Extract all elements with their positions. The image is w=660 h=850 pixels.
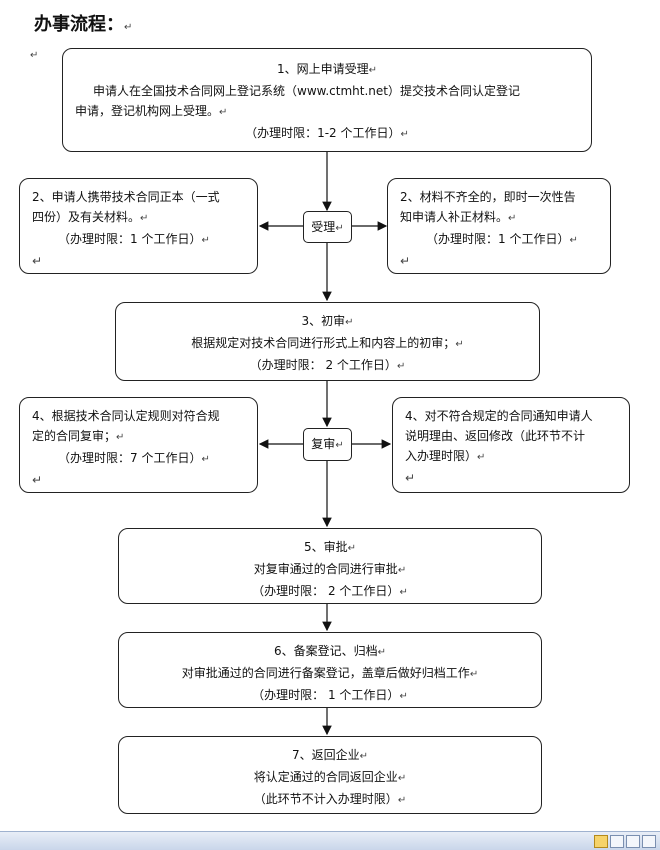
- step3-heading: 3、初审↵: [301, 314, 354, 328]
- reading-view-icon[interactable]: [610, 835, 624, 848]
- paragraph-mark: ↵: [32, 254, 43, 268]
- step4-left-box: 4、根据技术合同认定规则对符合规 定的合同复审；↵ （办理时限：7 个工作日）↵…: [19, 397, 258, 493]
- paragraph-mark: ↵: [405, 471, 416, 485]
- step4-right-desc-3: 入办理时限）↵: [405, 449, 486, 463]
- print-layout-icon[interactable]: [594, 835, 608, 848]
- step2-right-desc-2: 知申请人补正材料。↵: [400, 210, 517, 224]
- step2-left-desc-2: 四份）及有关材料。↵: [32, 210, 149, 224]
- step1-heading: 1、网上申请受理↵: [276, 62, 378, 76]
- step2-right-time: （办理时限：1 个工作日）↵: [426, 232, 578, 246]
- step4-left-desc: 4、根据技术合同认定规则对符合规: [32, 409, 220, 423]
- review-box: 复审↵: [303, 428, 352, 461]
- web-layout-icon[interactable]: [626, 835, 640, 848]
- step2-left-desc: 2、申请人携带技术合同正本（一式: [32, 190, 220, 204]
- step5-desc: 对复审通过的合同进行审批↵: [253, 562, 407, 576]
- step5-time: （办理时限： 2 个工作日）↵: [252, 584, 408, 598]
- step5-box: 5、审批↵ 对复审通过的合同进行审批↵ （办理时限： 2 个工作日）↵: [118, 528, 542, 604]
- step4-right-desc: 4、对不符合规定的合同通知申请人: [405, 409, 593, 423]
- step4-left-desc-2: 定的合同复审；↵: [32, 429, 125, 443]
- step3-box: 3、初审↵ 根据规定对技术合同进行形式上和内容上的初审；↵ （办理时限： 2 个…: [115, 302, 540, 381]
- step1-desc: 申请人在全国技术合同网上登记系统（www.ctmht.net）提交技术合同认定登…: [93, 84, 520, 98]
- step1-time: （办理时限：1-2 个工作日）↵: [245, 126, 409, 140]
- paragraph-mark: ↵: [124, 22, 133, 33]
- step6-time: （办理时限： 1 个工作日）↵: [252, 688, 408, 702]
- step2-left-box: 2、申请人携带技术合同正本（一式 四份）及有关材料。↵ （办理时限：1 个工作日…: [19, 178, 258, 274]
- page-title: 办事流程：↵: [34, 10, 132, 36]
- step3-desc: 根据规定对技术合同进行形式上和内容上的初审；↵: [191, 336, 464, 350]
- outline-view-icon[interactable]: [642, 835, 656, 848]
- step2-right-box: 2、材料不齐全的，即时一次性告 知申请人补正材料。↵ （办理时限：1 个工作日）…: [387, 178, 611, 274]
- accept-box: 受理↵: [303, 211, 352, 243]
- step6-heading: 6、备案登记、归档↵: [273, 644, 387, 658]
- step6-box: 6、备案登记、归档↵ 对审批通过的合同进行备案登记，盖章后做好归档工作↵ （办理…: [118, 632, 542, 708]
- step7-time: （此环节不计入办理时限）↵: [253, 792, 407, 806]
- step4-right-box: 4、对不符合规定的合同通知申请人 说明理由、返回修改（此环节不计 入办理时限）↵…: [392, 397, 630, 493]
- step7-box: 7、返回企业↵ 将认定通过的合同返回企业↵ （此环节不计入办理时限）↵: [118, 736, 542, 814]
- paragraph-mark: ↵: [32, 473, 43, 487]
- title-text: 办事流程：: [34, 14, 124, 35]
- step2-right-desc: 2、材料不齐全的，即时一次性告: [400, 190, 576, 204]
- step4-left-time: （办理时限：7 个工作日）↵: [58, 451, 210, 465]
- step6-desc: 对审批通过的合同进行备案登记，盖章后做好归档工作↵: [181, 666, 479, 680]
- step1-box: 1、网上申请受理↵ 申请人在全国技术合同网上登记系统（www.ctmht.net…: [62, 48, 592, 152]
- paragraph-mark: ↵: [30, 50, 39, 61]
- step5-heading: 5、审批↵: [303, 540, 357, 554]
- step3-time: （办理时限： 2 个工作日）↵: [249, 358, 406, 372]
- step4-right-desc-2: 说明理由、返回修改（此环节不计: [405, 429, 586, 443]
- paragraph-mark: ↵: [400, 254, 411, 268]
- step7-heading: 7、返回企业↵: [291, 748, 369, 762]
- step1-desc-2: 申请，登记机构网上受理。↵: [75, 104, 228, 118]
- status-bar: [0, 831, 660, 850]
- step7-desc: 将认定通过的合同返回企业↵: [253, 770, 407, 784]
- step2-left-time: （办理时限：1 个工作日）↵: [58, 232, 210, 246]
